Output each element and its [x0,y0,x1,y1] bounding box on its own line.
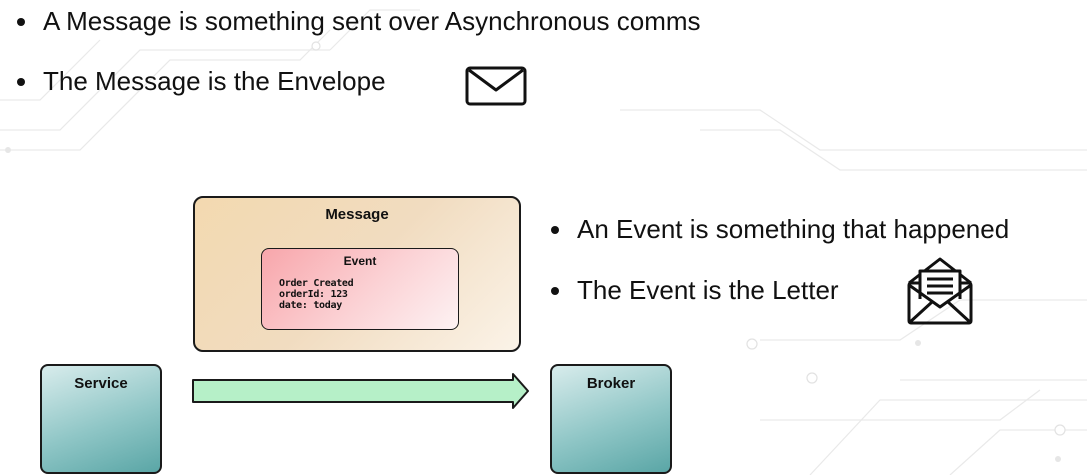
broker-box: Broker [550,364,672,474]
event-payload-line: orderId: 123 [279,289,348,300]
service-box: Service [40,364,162,474]
message-title: Message [325,206,389,223]
message-envelope-box: Message Event Order Created orderId: 123… [193,196,521,352]
bullet-event-letter: The Event is the Letter [551,275,839,306]
bullet-dot-icon [17,17,25,26]
bullet-text: The Event is the Letter [577,275,839,305]
send-arrow [192,373,529,409]
bullet-dot-icon [17,77,25,86]
bullet-text: A Message is something sent over Asynchr… [43,6,701,36]
event-payload-line: date: today [279,300,342,311]
bullet-message-definition: A Message is something sent over Asynchr… [17,6,701,37]
bullet-text: An Event is something that happened [577,214,1010,244]
letter-envelope-icon [907,257,973,325]
bullet-text: The Message is the Envelope [43,66,386,96]
event-payload-line: Order Created [279,278,354,289]
bullet-message-envelope: The Message is the Envelope [17,66,386,97]
envelope-icon [465,66,527,106]
event-title: Event [343,254,377,268]
bullet-event-definition: An Event is something that happened [551,214,1009,245]
broker-label: Broker [586,375,636,392]
service-label: Service [74,375,128,392]
bullet-dot-icon [551,225,559,234]
bullet-dot-icon [551,286,559,295]
event-letter-box: Event Order Created orderId: 123 date: t… [261,248,459,330]
